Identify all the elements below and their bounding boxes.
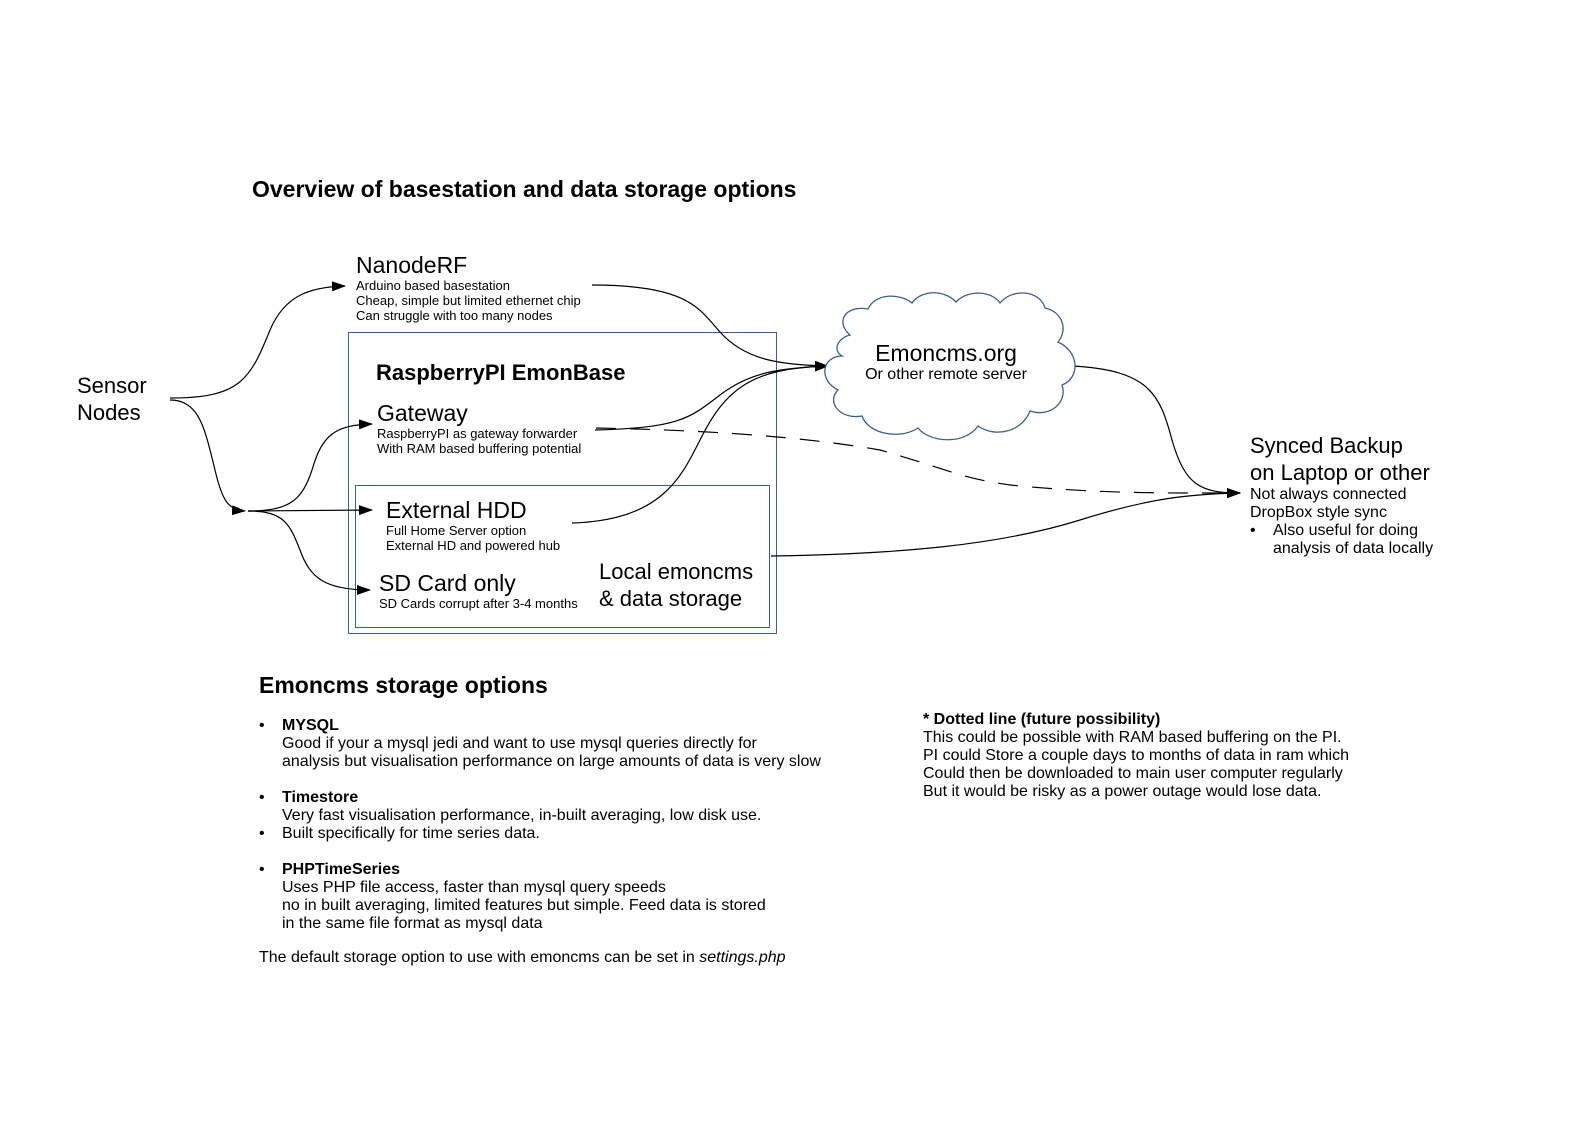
edge-hub-to-sd [247,510,371,595]
emoncms-org-node: Emoncms.org Or other remote server [846,340,1046,384]
local-storage-box [355,485,770,628]
edge-hub-to-hdd [247,505,373,516]
external-hdd-node: External HDD Full Home Server option Ext… [386,497,560,553]
edge-nanoderf-to-emoncms [591,284,829,371]
sd-card-title: SD Card only [379,570,516,596]
storage-title: Emoncms storage options [259,672,548,698]
storage-option-timestore: Timestore Very fast visualisation perfor… [259,789,879,825]
edge-sensor-to-hub [169,399,246,516]
external-hdd-desc-2: External HD and powered hub [386,538,561,553]
edge-emoncms-to-backup [1071,365,1241,498]
gateway-title: Gateway [377,400,468,426]
emoncms-org-subtitle: Or other remote server [865,366,1027,383]
nanoderf-node: NanodeRF Arduino based basestation Cheap… [356,252,581,323]
edge-hub-to-gateway [247,419,373,512]
storage-default-note: The default storage option to use with e… [259,949,786,966]
dotted-line-title: * Dotted line (future possibility) [923,711,1161,728]
storage-option-timestore-bullet2: Built specifically for time series data. [259,825,879,843]
edge-local-to-backup [770,488,1241,557]
synced-backup-desc-2: DropBox style sync [1250,504,1387,521]
dotted-line-note: * Dotted line (future possibility) This … [923,711,1373,801]
page-title: Overview of basestation and data storage… [252,176,797,202]
synced-backup-title-2: on Laptop or other [1250,460,1430,485]
synced-backup-node: Synced Backup on Laptop or other Not alw… [1250,432,1433,558]
edge-gateway-to-backup-dashed [595,427,1241,499]
gateway-node: Gateway RaspberryPI as gateway forwarder… [377,400,581,456]
synced-backup-bullet: • Also useful for doing analysis of data… [1250,522,1434,557]
storage-option-mysql: MYSQL Good if your a mysql jedi and want… [259,717,879,771]
nanoderf-title: NanodeRF [356,252,468,278]
settings-file-name: settings.php [699,949,786,966]
raspberrypi-box [348,332,777,634]
sd-card-node: SD Card only SD Cards corrupt after 3-4 … [379,570,578,611]
edge-gateway-to-emoncms [594,361,829,431]
sensor-nodes-label: Sensor Nodes [77,373,147,425]
gateway-desc-2: With RAM based buffering potential [377,441,582,456]
sd-card-desc: SD Cards corrupt after 3-4 months [379,596,578,611]
gateway-desc-1: RaspberryPI as gateway forwarder [377,426,578,441]
external-hdd-desc-1: Full Home Server option [386,523,527,538]
local-emoncms-label: Local emoncms & data storage [599,559,754,611]
emoncms-org-title: Emoncms.org [875,340,1017,366]
storage-option-phptimeseries: PHPTimeSeries Uses PHP file access, fast… [259,861,879,933]
nanoderf-desc-2: Cheap, simple but limited ethernet chip [356,293,581,308]
nanoderf-desc-3: Can struggle with too many nodes [356,308,553,323]
edge-sensor-to-nanoderf [169,281,346,399]
cloud-shape [824,292,1076,441]
storage-options-list: MYSQL Good if your a mysql jedi and want… [259,717,879,967]
edge-hdd-to-emoncms [571,361,829,524]
external-hdd-title: External HDD [386,497,527,523]
synced-backup-desc-1: Not always connected [1250,486,1407,503]
synced-backup-title-1: Synced Backup [1250,433,1403,458]
nanoderf-desc-1: Arduino based basestation [356,278,510,293]
raspberrypi-title: RaspberryPI EmonBase [376,360,626,385]
